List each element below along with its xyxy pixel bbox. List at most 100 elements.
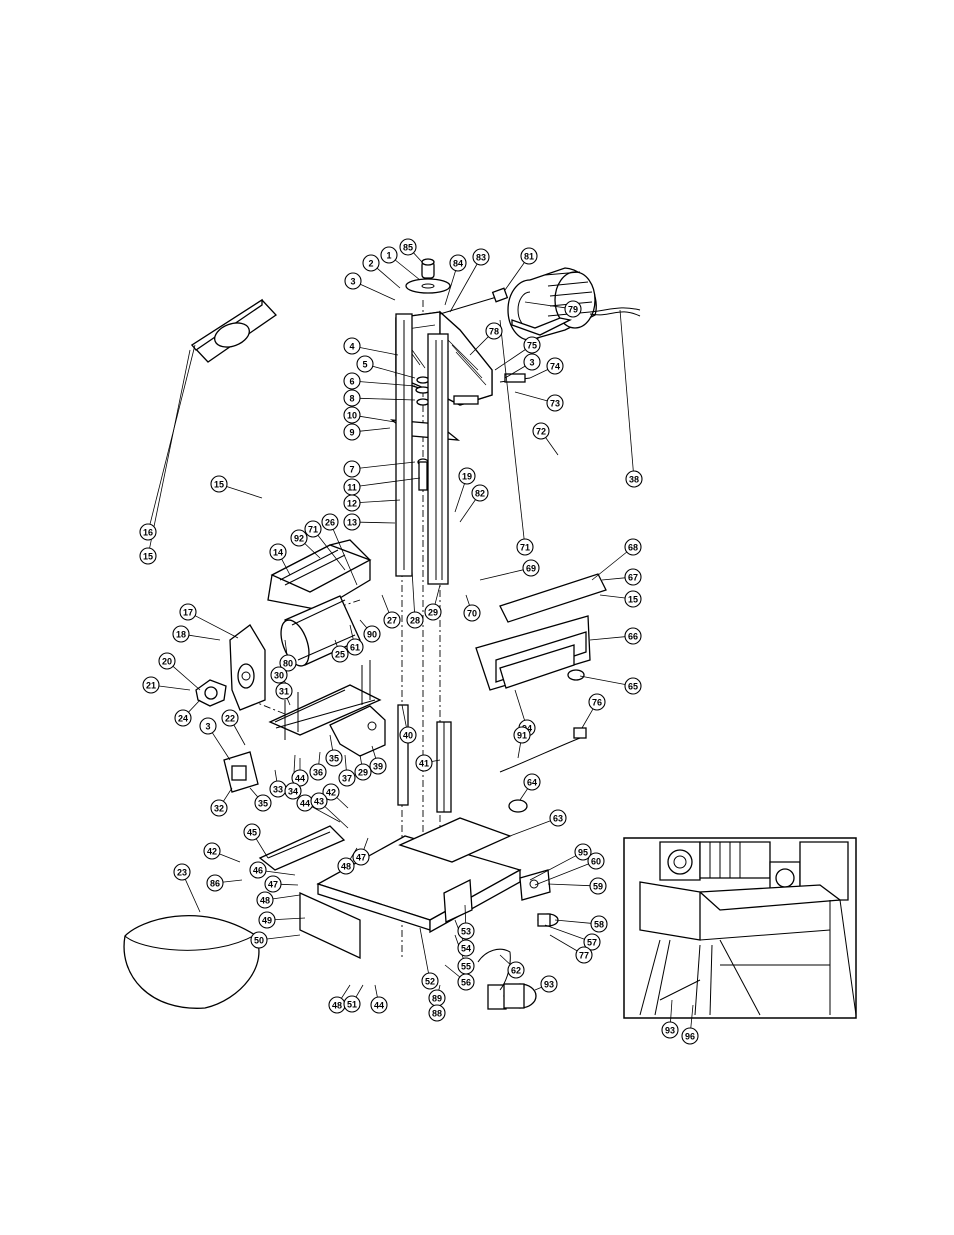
- callout-44: 44: [291, 769, 309, 787]
- callout-37: 37: [338, 769, 356, 787]
- callout-number: 22: [225, 714, 235, 724]
- callout-leader: [529, 369, 548, 379]
- callout-leader: [222, 879, 243, 883]
- callout-42: 42: [322, 783, 340, 801]
- callout-number: 13: [347, 518, 357, 528]
- callout-number: 49: [262, 916, 272, 926]
- callout-number: 36: [313, 768, 323, 778]
- callout-number: 84: [453, 259, 463, 269]
- callout-leader: [374, 984, 378, 998]
- callout-number: 72: [536, 427, 546, 437]
- callout-circle: [463, 604, 481, 622]
- callout-number: 9: [349, 428, 354, 438]
- callout-number: 67: [628, 573, 638, 583]
- callout-circle: [472, 248, 490, 266]
- callout-44: 44: [370, 996, 388, 1014]
- callout-73: 73: [546, 394, 564, 412]
- callout-circle: [428, 1004, 446, 1022]
- callout-circle: [343, 423, 361, 441]
- callout-89: 89: [428, 989, 446, 1007]
- callout-circle: [256, 891, 274, 909]
- callout-leader: [188, 699, 201, 713]
- callout-83: 83: [472, 248, 490, 266]
- callout-leader: [601, 577, 626, 581]
- callout-leader: [534, 863, 589, 886]
- callout-number: 14: [273, 548, 283, 558]
- callout-circle: [142, 676, 160, 694]
- callout-64: 64: [523, 773, 541, 791]
- callout-circle: [250, 931, 268, 949]
- callout-circle: [421, 972, 439, 990]
- callout-leader: [280, 883, 299, 886]
- callout-number: 43: [314, 797, 324, 807]
- callout-circle: [624, 568, 642, 586]
- callout-circle: [346, 638, 364, 656]
- callout-leader: [394, 259, 421, 281]
- callout-number: 15: [143, 552, 153, 562]
- column-slides: [395, 313, 449, 585]
- callout-leader: [519, 788, 528, 801]
- callout-circle: [139, 547, 157, 565]
- callout-circle: [587, 852, 605, 870]
- callout-63: 63: [549, 809, 567, 827]
- callout-circle: [406, 611, 424, 629]
- callout-number: 3: [205, 722, 210, 732]
- callout-circle: [624, 538, 642, 556]
- callout-number: 81: [524, 252, 534, 262]
- callout-leader: [359, 754, 362, 765]
- callout-circle: [354, 763, 372, 781]
- callout-circle: [661, 1021, 679, 1039]
- callout-leader: [324, 806, 349, 829]
- callout-number: 50: [254, 936, 264, 946]
- callout-circle: [399, 726, 417, 744]
- callout-circle: [139, 523, 157, 541]
- side-plate: [223, 751, 259, 793]
- callout-number: 47: [268, 880, 278, 890]
- callout-leader: [334, 639, 338, 647]
- callout-79: 79: [564, 300, 582, 318]
- callout-10: 10: [343, 406, 361, 424]
- feed-rail: [268, 660, 382, 740]
- callout-16: 16: [139, 523, 157, 541]
- callout-48: 48: [256, 891, 274, 909]
- callout-leader: [690, 1004, 694, 1029]
- callout-69: 69: [522, 559, 540, 577]
- callout-74: 74: [546, 357, 564, 375]
- callout-circle: [290, 529, 308, 547]
- callout-circle: [590, 915, 608, 933]
- callout-number: 45: [247, 828, 257, 838]
- callout-number: 33: [273, 785, 283, 795]
- callout-leader: [158, 685, 191, 691]
- callout-circle: [203, 842, 221, 860]
- callout-circle: [458, 467, 476, 485]
- callout-88: 88: [428, 1004, 446, 1022]
- callout-leader: [194, 615, 239, 639]
- callout-40: 40: [399, 726, 417, 744]
- callout-number: 56: [461, 978, 471, 988]
- callout-number: 54: [461, 944, 471, 954]
- callout-circle: [532, 422, 550, 440]
- callout-number: 23: [177, 868, 187, 878]
- callout-leader: [172, 665, 201, 691]
- callout-circle: [243, 823, 261, 841]
- callout-circle: [174, 709, 192, 727]
- callout-18: 18: [172, 625, 190, 643]
- callout-number: 8: [349, 394, 354, 404]
- callout-leader: [464, 904, 467, 924]
- callout-number: 18: [176, 630, 186, 640]
- callout-leader: [444, 270, 456, 306]
- callout-number: 29: [358, 768, 368, 778]
- wire-harness: [477, 948, 511, 991]
- callout-leader: [329, 734, 333, 751]
- callout-number: 66: [628, 632, 638, 642]
- callout-42: 42: [203, 842, 221, 860]
- callout-75: 75: [523, 336, 541, 354]
- callout-leader: [284, 639, 288, 656]
- callout-number: 57: [587, 938, 597, 948]
- callout-66: 66: [624, 627, 642, 645]
- callout-circle: [589, 877, 607, 895]
- callout-48: 48: [337, 857, 355, 875]
- callout-leader: [514, 689, 525, 721]
- callout-70: 70: [463, 604, 481, 622]
